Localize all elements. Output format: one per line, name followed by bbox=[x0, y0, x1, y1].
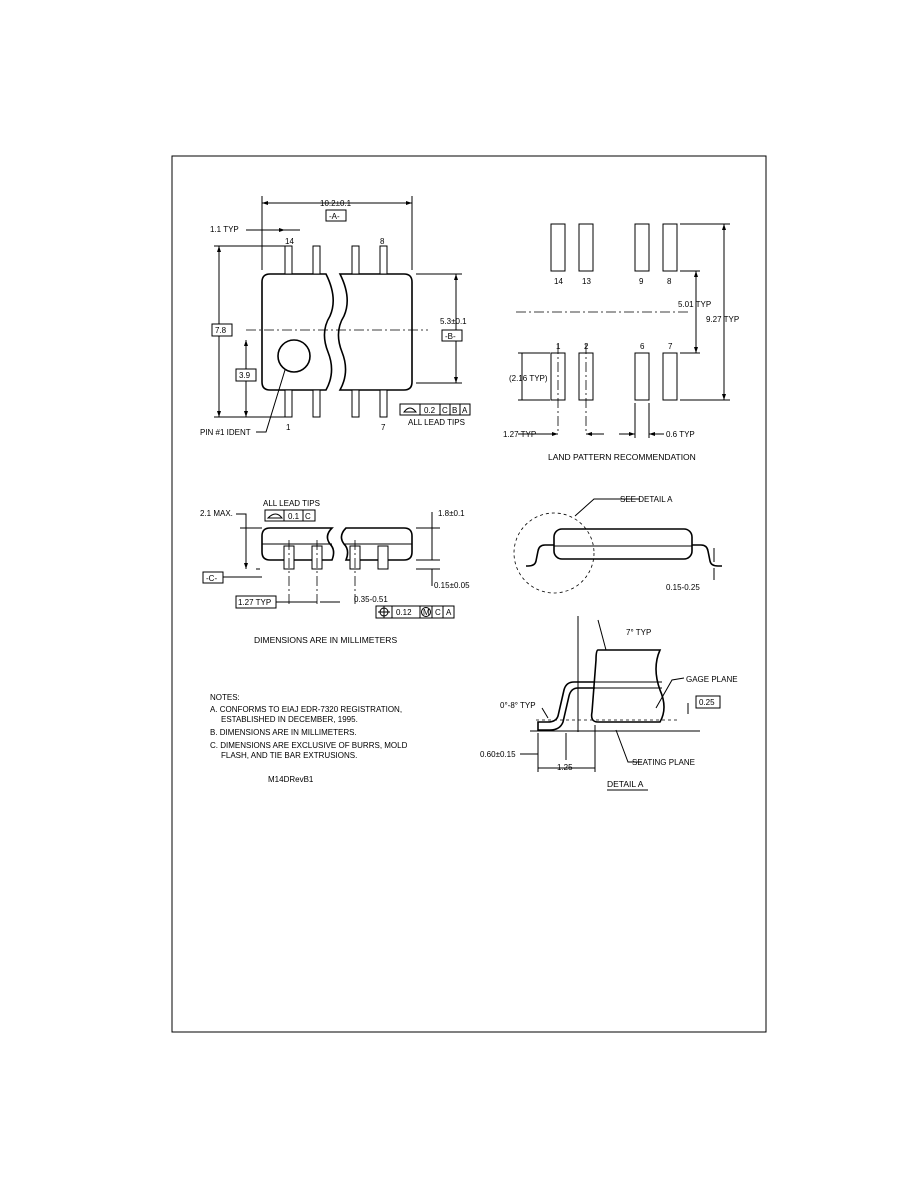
dim-0-6: 0.6 TYP bbox=[666, 430, 695, 439]
detail-a: 7° TYP GAGE PLANE 0.25 0°-8° TYP 0.60±0.… bbox=[480, 616, 738, 791]
drawing-id: M14DRevB1 bbox=[268, 775, 314, 784]
end-view: SEE DETAIL A 0.15-0.25 bbox=[513, 495, 722, 594]
svg-text:A: A bbox=[462, 406, 468, 415]
lead-1 bbox=[284, 389, 293, 418]
land-pattern-title: LAND PATTERN RECOMMENDATION bbox=[548, 452, 696, 462]
dim-lead-thickness: 0.15-0.25 bbox=[666, 583, 700, 592]
detail-circle bbox=[513, 512, 595, 594]
dim-height: 1.8±0.1 bbox=[438, 509, 465, 518]
pin1-indicator bbox=[277, 339, 311, 373]
svg-text:A: A bbox=[446, 608, 452, 617]
svg-text:C: C bbox=[305, 512, 311, 521]
dim-width: 10.2±0.1 bbox=[320, 199, 352, 208]
detail-title: DETAIL A bbox=[607, 779, 644, 789]
svg-text:2: 2 bbox=[584, 342, 589, 351]
datum-b: -B- bbox=[445, 332, 456, 341]
lead-9 bbox=[351, 245, 360, 275]
svg-text:0.12: 0.12 bbox=[396, 608, 412, 617]
pad-6 bbox=[634, 352, 650, 401]
fcf-tol: 0.2 bbox=[424, 406, 436, 415]
dim-lead-width: 0.35-0.51 bbox=[354, 595, 388, 604]
detail-body bbox=[590, 649, 665, 723]
dim-body-width: 5.3±0.1 bbox=[440, 317, 467, 326]
all-lead-tips-side: ALL LEAD TIPS bbox=[263, 499, 320, 508]
lead-6 bbox=[351, 389, 360, 418]
pad-7 bbox=[662, 352, 678, 401]
svg-text:1: 1 bbox=[556, 342, 561, 351]
gage-dim: 0.25 bbox=[699, 698, 715, 707]
svg-text:M: M bbox=[423, 608, 430, 617]
svg-text:6: 6 bbox=[640, 342, 645, 351]
mmc-icon bbox=[421, 607, 431, 617]
svg-text:C: C bbox=[442, 406, 448, 415]
svg-text:7: 7 bbox=[668, 342, 673, 351]
see-detail-a: SEE DETAIL A bbox=[620, 495, 673, 504]
pad-9 bbox=[634, 223, 650, 272]
pin-8-label: 8 bbox=[380, 237, 385, 246]
foot-length: 0.60±0.15 bbox=[480, 750, 516, 759]
datum-a: -A- bbox=[329, 212, 340, 221]
side-view: ALL LEAD TIPS 0.1 C 2.1 MAX. 1.8±0.1 0.1… bbox=[200, 499, 470, 645]
pin-7-label: 7 bbox=[381, 423, 386, 432]
svg-text:8: 8 bbox=[667, 277, 672, 286]
side-body-left bbox=[261, 527, 335, 561]
note-b: B. DIMENSIONS ARE IN MILLIMETERS. bbox=[210, 728, 357, 737]
pin-1-label: 1 bbox=[286, 423, 291, 432]
position-icon bbox=[378, 606, 390, 618]
notes-heading: NOTES: bbox=[210, 693, 240, 702]
lead-7 bbox=[379, 389, 388, 418]
pad-13 bbox=[578, 223, 594, 272]
seating-plane: SEATING PLANE bbox=[632, 758, 695, 767]
gage-plane: GAGE PLANE bbox=[686, 675, 738, 684]
svg-text:13: 13 bbox=[582, 277, 591, 286]
dim-standoff: 0.15±0.05 bbox=[434, 581, 470, 590]
package-body bbox=[261, 273, 334, 391]
svg-text:9: 9 bbox=[639, 277, 644, 286]
angle-typ: 7° TYP bbox=[626, 628, 651, 637]
foot-angle: 0°-8° TYP bbox=[500, 701, 536, 710]
profile-icon bbox=[402, 407, 418, 413]
dim-5-01: 5.01 TYP bbox=[678, 300, 711, 309]
land-pattern: 14 13 9 8 1 2 6 7 5.01 TYP 9.27 TYP (2.1… bbox=[503, 223, 739, 462]
dim-7-8: 7.8 bbox=[215, 326, 227, 335]
all-lead-tips-top: ALL LEAD TIPS bbox=[408, 418, 465, 427]
note-a-2: ESTABLISHED IN DECEMBER, 1995. bbox=[221, 715, 358, 724]
top-view: 10.2±0.1 -A- 1.1 TYP 14 8 1 7 5.3±0.1 -B… bbox=[200, 196, 471, 437]
pad-14 bbox=[550, 223, 566, 272]
lead-13 bbox=[312, 245, 321, 275]
package-body-right bbox=[337, 273, 413, 391]
dim-2-1-max: 2.1 MAX. bbox=[200, 509, 233, 518]
lead-14 bbox=[284, 245, 293, 275]
note-a-1: A. CONFORMS TO EIAJ EDR-7320 REGISTRATIO… bbox=[210, 705, 402, 714]
pin1-ident-label: PIN #1 IDENT bbox=[200, 428, 251, 437]
svg-text:0.1: 0.1 bbox=[288, 512, 300, 521]
note-c-1: C. DIMENSIONS ARE EXCLUSIVE OF BURRS, MO… bbox=[210, 741, 408, 750]
dim-pitch: 1.27 TYP bbox=[238, 598, 271, 607]
dim-3-9: 3.9 bbox=[239, 371, 251, 380]
dim-2-16: (2.16 TYP) bbox=[509, 374, 548, 383]
svg-text:14: 14 bbox=[554, 277, 563, 286]
side-body-right bbox=[340, 527, 413, 561]
datum-c: -C- bbox=[206, 574, 217, 583]
drawing-frame bbox=[171, 155, 767, 1033]
svg-text:C: C bbox=[435, 608, 441, 617]
end-body bbox=[553, 528, 693, 560]
units-note: DIMENSIONS ARE IN MILLIMETERS bbox=[254, 635, 397, 645]
dim-lead-pitch: 1.1 TYP bbox=[210, 225, 239, 234]
detail-lead bbox=[537, 681, 595, 731]
svg-text:B: B bbox=[452, 406, 457, 415]
note-c-2: FLASH, AND TIE BAR EXTRUSIONS. bbox=[221, 751, 357, 760]
lead-2 bbox=[312, 389, 321, 418]
lead-8 bbox=[379, 245, 388, 275]
dim-9-27: 9.27 TYP bbox=[706, 315, 739, 324]
notes: NOTES: A. CONFORMS TO EIAJ EDR-7320 REGI… bbox=[210, 693, 408, 784]
pad-8 bbox=[662, 223, 678, 272]
dim-1-27: 1.27 TYP bbox=[503, 430, 536, 439]
flatness-icon bbox=[266, 513, 284, 519]
lead-length: 1.25 bbox=[557, 763, 573, 772]
pin-14-label: 14 bbox=[285, 237, 294, 246]
